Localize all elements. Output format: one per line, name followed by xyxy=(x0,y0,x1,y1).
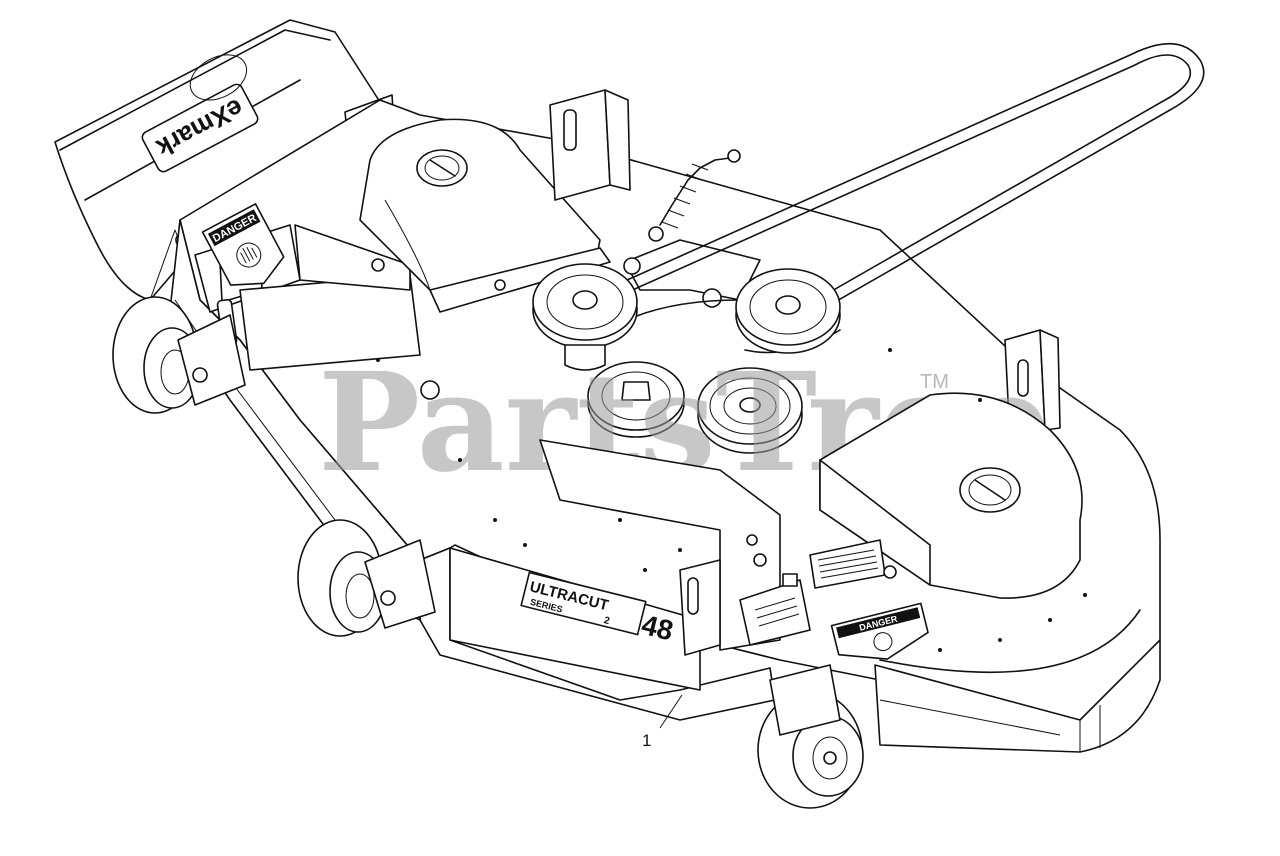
pulley-spindle-left xyxy=(532,263,638,371)
ultracut-badge-size: 48 xyxy=(639,609,677,647)
ultracut-badge-series: 2 xyxy=(603,615,611,627)
danger-decal-right: DANGER xyxy=(830,602,929,660)
ultracut-badge: ULTRACUT SERIES 2 48 xyxy=(520,571,677,647)
callout-1[interactable]: 1 xyxy=(642,694,683,750)
front-center-bracket xyxy=(539,439,781,656)
caster-wheel-front-left xyxy=(297,519,436,637)
pulley-idler-front xyxy=(587,361,685,438)
caster-wheel-front-right xyxy=(757,664,864,809)
caster-wheel-icon xyxy=(112,296,864,809)
belt-cover-right xyxy=(819,392,1083,599)
info-decals xyxy=(739,539,886,646)
pulley-spindle-right xyxy=(735,268,841,354)
belt-cover-left xyxy=(359,118,611,313)
callout-1-leader xyxy=(659,694,683,729)
pulley-spindle-center xyxy=(697,367,803,454)
deck-bolts xyxy=(371,258,1087,652)
warning-hand-icon xyxy=(240,246,258,264)
idler-arm xyxy=(623,239,761,308)
rear-upright-center xyxy=(549,89,631,201)
watermark-trademark: TM xyxy=(920,371,949,393)
spring-icon xyxy=(648,149,741,242)
pulley-icon xyxy=(532,263,841,454)
caster-wheel-rear-left xyxy=(112,296,246,414)
callout-1-number[interactable]: 1 xyxy=(642,731,651,750)
